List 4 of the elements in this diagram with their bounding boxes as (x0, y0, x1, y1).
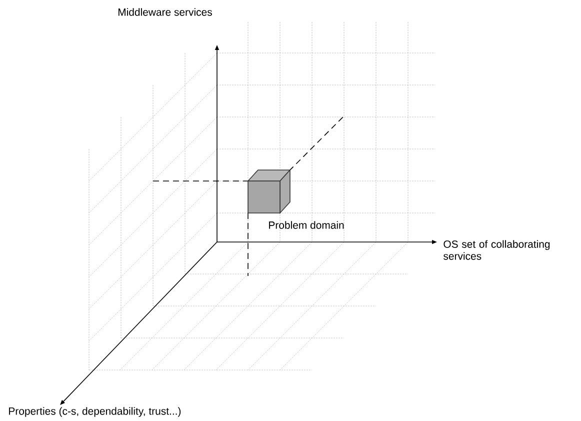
axis-label: Properties (c-s, dependability, trust...) (9, 407, 181, 417)
axis-label: Middleware services (118, 8, 212, 16)
axis-label: Problem domain (269, 221, 344, 229)
axis-label: OS set of collaborating services (444, 240, 550, 260)
